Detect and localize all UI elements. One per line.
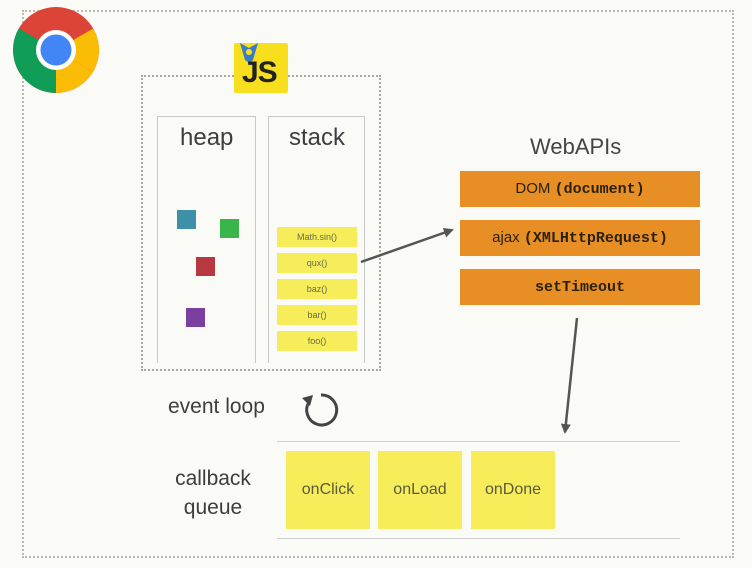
stack-frame: baz() xyxy=(277,279,357,299)
heap-object xyxy=(220,219,239,238)
webapi-dom-label: DOM xyxy=(515,180,555,197)
stack-frame: qux() xyxy=(277,253,357,273)
webapi-dom: DOM (document) xyxy=(460,171,700,207)
queue-top-rule xyxy=(277,441,680,442)
callback-item: onLoad xyxy=(378,451,462,529)
stack-frame: bar() xyxy=(277,305,357,325)
browser-frame xyxy=(22,10,734,558)
event-loop-label: event loop xyxy=(168,395,265,418)
webapi-to-queue-arrow xyxy=(560,317,579,434)
stack-to-webapi-arrow xyxy=(360,227,454,264)
callback-queue-label: callback queue xyxy=(168,464,258,522)
webapis-title: WebAPIs xyxy=(530,134,622,159)
heap-object xyxy=(177,210,196,229)
js-logo-text: JS xyxy=(242,56,278,89)
heap-object xyxy=(196,257,215,276)
v8-logo-icon xyxy=(240,43,258,63)
webapi-settimeout-code: setTimeout xyxy=(534,279,625,296)
webapi-ajax-label: ajax xyxy=(492,229,524,246)
heap-object xyxy=(186,308,205,327)
refresh-loop-icon xyxy=(302,393,339,427)
chrome-logo-icon xyxy=(13,7,99,93)
stack-frame: Math.sin() xyxy=(277,227,357,247)
webapi-ajax-code: (XMLHttpRequest) xyxy=(523,230,668,247)
callback-item: onDone xyxy=(471,451,555,529)
webapi-dom-code: (document) xyxy=(554,181,645,198)
stack-panel xyxy=(268,116,365,363)
stack-frame: foo() xyxy=(277,331,357,351)
webapi-ajax: ajax (XMLHttpRequest) xyxy=(460,220,700,256)
webapi-settimeout: setTimeout xyxy=(460,269,700,305)
stack-title: stack xyxy=(289,124,346,151)
callback-item: onClick xyxy=(286,451,370,529)
callback-queue-label-line1: callback xyxy=(175,467,251,490)
heap-title: heap xyxy=(180,124,234,151)
heap-panel xyxy=(157,116,256,363)
callback-queue-label-line2: queue xyxy=(183,496,243,519)
queue-bottom-rule xyxy=(277,538,680,539)
